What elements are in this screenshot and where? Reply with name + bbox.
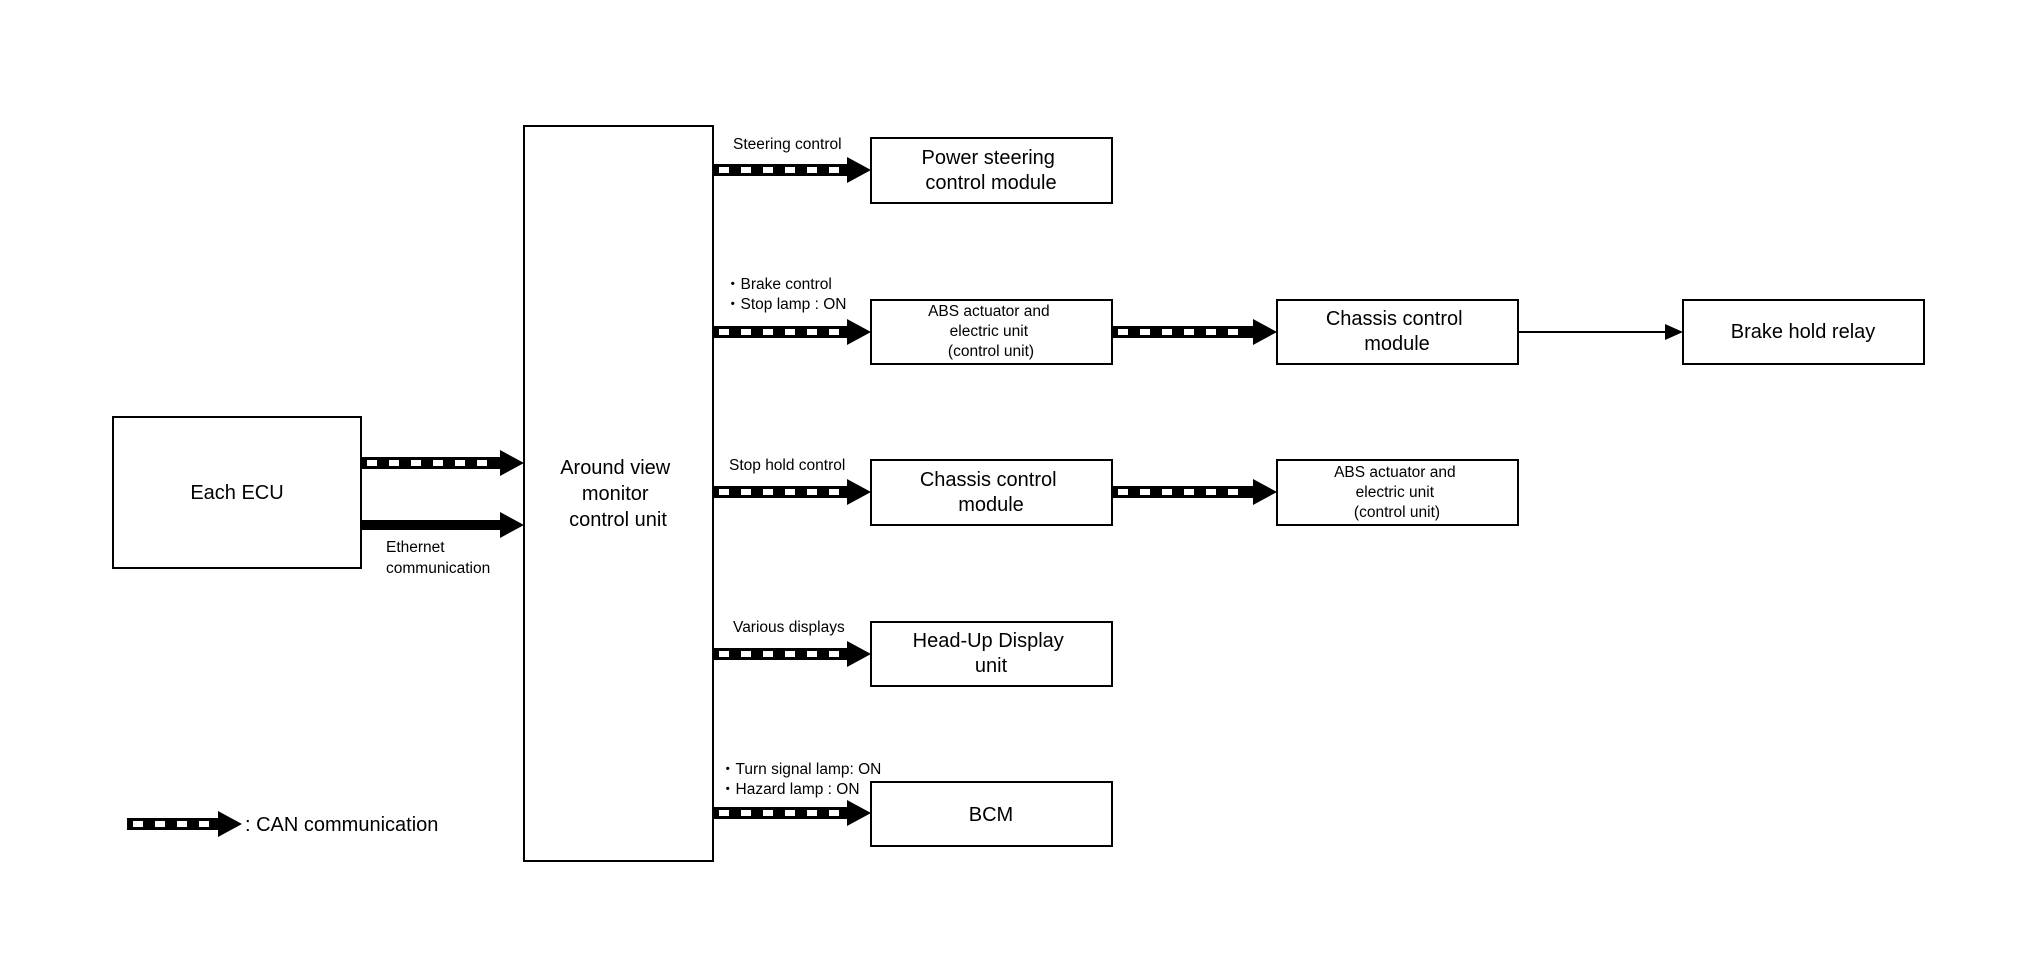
can-arrow-various-displays [713,641,871,667]
legend-label: : CAN communication [245,814,438,836]
node-label: Each ECU [190,482,283,504]
can-arrow-stop-hold-control [713,479,871,505]
can-arrow-turn-hazard [713,800,871,826]
node-label-line: control unit [569,509,667,531]
node-label-line: Head-Up Display [913,630,1064,652]
arrow-chassis-to-brake-hold-relay [1518,324,1683,340]
edge-label-stop-hold-control: Stop hold control [729,457,845,474]
node-label-line: electric unit [1356,484,1435,501]
svg-text:Brake hold relay: Brake hold relay [1731,321,1876,343]
node-label-line: ABS actuator and [928,303,1050,320]
legend: : CAN communication [127,811,438,837]
edge-label-line: ・Stop lamp : ON [725,296,846,313]
can-arrow-each-ecu-to-avm [361,450,524,476]
node-label-line: (control unit) [1354,504,1440,521]
edge-label-steering-control: Steering control [733,136,842,153]
node-label-line: unit [975,655,1008,677]
node-around-view-monitor-control-unit: Around view monitor control unit [523,125,714,862]
ethernet-arrow-each-ecu-to-avm [361,512,524,538]
node-chassis-control-module-top: Chassis control module [1276,299,1519,365]
node-label-line: Around view [560,457,671,479]
node-label-line: control module [925,172,1056,194]
node-abs-actuator-electric-unit-top: ABS actuator and electric unit (control … [870,299,1113,365]
edge-label-line: Steering control [733,136,842,153]
node-power-steering-control-module: Power steering control module [870,137,1113,204]
svg-text:Chassis control module: Chassis control module [1326,308,1468,355]
node-brake-hold-relay: Brake hold relay [1682,299,1925,365]
can-arrow-steering-control [713,157,871,183]
node-each-ecu: Each ECU [112,416,362,569]
node-label-line: module [958,494,1024,516]
legend-arrow-shape [127,811,242,837]
node-head-up-display-unit: Head-Up Display unit [870,621,1113,687]
svg-text:Each ECU: Each ECU [190,482,283,504]
edge-label-line: Ethernet [386,539,445,556]
node-label-line: BCM [969,804,1013,826]
edge-label-line: communication [386,560,490,577]
edge-label-various-displays: Various displays [733,619,845,636]
node-bcm: BCM [870,781,1113,847]
edge-label-turn-hazard: ・Turn signal lamp: ON ・Hazard lamp : ON [720,761,886,798]
node-chassis-control-module-mid: Chassis control module [870,459,1113,526]
node-label-line: Chassis control [1326,308,1463,330]
node-label-line: Brake hold relay [1731,321,1876,343]
svg-text:ABS actuator and electri: ABS actuator and electric unit (control … [928,303,1054,360]
node-label-line: module [1364,333,1430,355]
edge-label-line: Various displays [733,619,845,636]
svg-text:BCM: BCM [969,804,1013,826]
node-label-line: Chassis control [920,469,1057,491]
node-label-line: electric unit [950,323,1029,340]
node-label-line: monitor [582,483,649,505]
can-arrow-brake-control [713,319,871,345]
node-label-line: Power steering [922,147,1055,169]
edge-label-line: ・Turn signal lamp: ON [720,761,881,778]
edge-label-ethernet: Ethernet communication [386,539,490,577]
svg-text:Chassis control module: Chassis control module [920,469,1062,516]
svg-text:Power steering control m: Power steering control module [922,147,1061,194]
node-label-line: (control unit) [948,343,1034,360]
edge-label-brake-stop-lamp: ・Brake control ・Stop lamp : ON [725,276,846,313]
svg-text:ABS actuator and electri: ABS actuator and electric unit (control … [1334,464,1460,521]
arrows-layer [361,157,1683,826]
can-arrow-chassis-to-abs [1112,479,1277,505]
svg-text:Around view monitor: Around view monitor control unit [560,457,676,531]
edge-label-line: Stop hold control [729,457,845,474]
svg-text:Head-Up Display unit: Head-Up Display unit [913,630,1070,677]
edge-label-line: ・Hazard lamp : ON [720,781,860,798]
can-arrow-abs-to-chassis [1112,319,1277,345]
legend-can-arrow [127,811,242,837]
node-label-line: ABS actuator and [1334,464,1456,481]
edge-label-line: ・Brake control [725,276,832,293]
node-abs-actuator-electric-unit-mid: ABS actuator and electric unit (control … [1276,459,1519,526]
